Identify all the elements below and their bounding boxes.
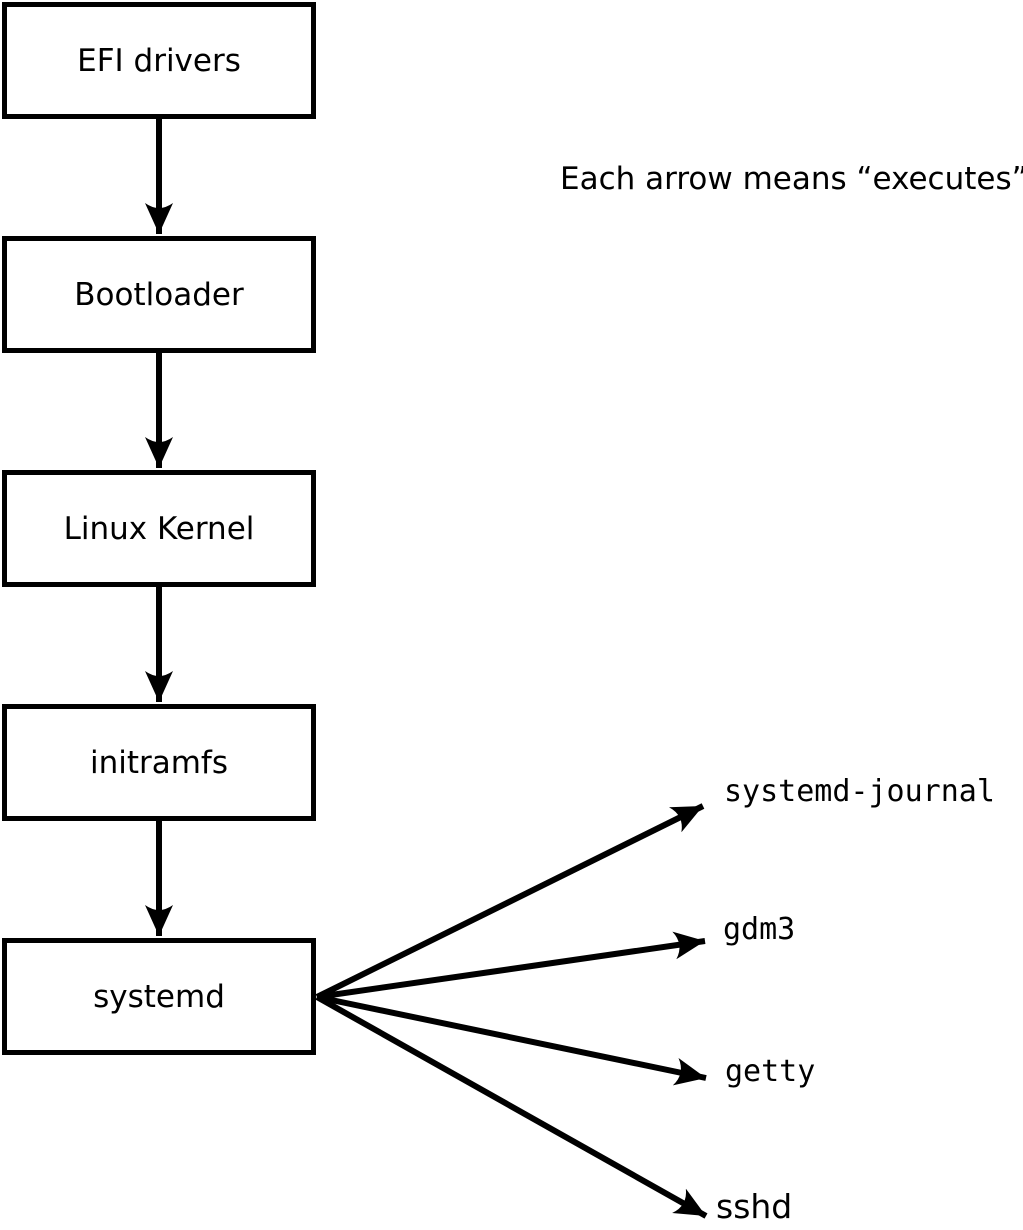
arrow-systemd-to-sshd [315, 994, 708, 1219]
label-getty: getty [725, 1054, 816, 1089]
box-systemd: systemd [2, 938, 316, 1055]
arrow-systemd-to-gdm3 [316, 931, 706, 1000]
box-linux-kernel: Linux Kernel [2, 470, 316, 587]
box-systemd-label: systemd [93, 978, 225, 1015]
label-systemd-journal: systemd-journal [724, 774, 995, 809]
arrow-legend-note: Each arrow means “executes”. [560, 161, 1023, 197]
box-efi-drivers-label: EFI drivers [77, 42, 241, 79]
box-linux-kernel-label: Linux Kernel [63, 510, 255, 547]
label-gdm3: gdm3 [723, 912, 796, 947]
box-efi-drivers: EFI drivers [2, 2, 316, 119]
box-initramfs-label: initramfs [89, 744, 229, 781]
box-initramfs: initramfs [2, 704, 316, 821]
arrow-systemd-to-getty [316, 994, 707, 1086]
box-bootloader: Bootloader [2, 236, 316, 353]
label-sshd: sshd [716, 1187, 793, 1226]
arrow-systemd-to-systemd-journal [315, 803, 705, 1000]
box-bootloader-label: Bootloader [74, 276, 244, 313]
